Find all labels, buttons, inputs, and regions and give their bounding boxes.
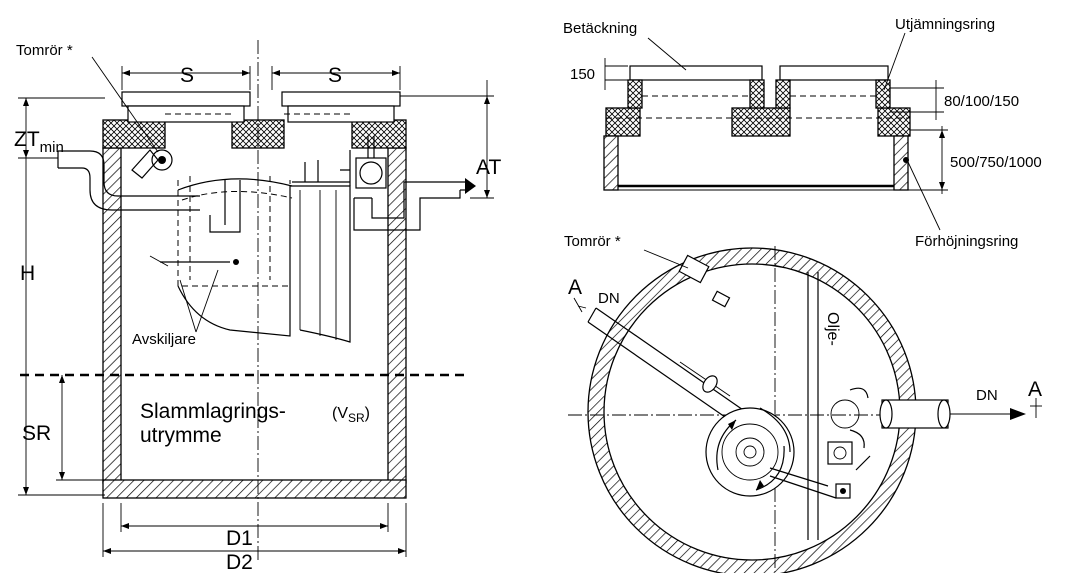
dn-right-label: DN — [976, 387, 998, 404]
betackning-label: Betäckning — [563, 20, 637, 37]
cover-slab-right — [351, 119, 407, 149]
a-right-label: A — [1028, 378, 1042, 401]
plan-outlet-pipe — [881, 399, 949, 429]
manhole-cover-left — [121, 91, 251, 107]
tomror-left-label: Tomrör * — [16, 42, 73, 59]
slab-left — [605, 107, 641, 137]
avskiljare-label: Avskiljare — [132, 331, 196, 348]
vsr-label: (VSR) — [332, 405, 370, 425]
tank-left-wall — [102, 147, 122, 484]
tomror-right-label: Tomrör * — [564, 233, 621, 250]
a-left-label: A — [568, 276, 582, 299]
betackning-left — [629, 65, 763, 81]
dn-left-label: DN — [598, 290, 620, 307]
utjamningsring — [875, 79, 891, 109]
s-right-label: S — [328, 64, 342, 87]
tank-bottom — [102, 479, 407, 499]
at-label: AT — [476, 156, 501, 179]
avskiljare-cone — [177, 186, 291, 337]
dim-150-label: 150 — [570, 66, 595, 83]
utjamningsring-label: Utjämningsring — [895, 16, 995, 33]
tank-right-wall — [387, 147, 407, 484]
slab-middle — [731, 107, 791, 137]
plan-view — [568, 246, 1042, 577]
forhojningsring-label: Förhöjningsring — [915, 233, 1018, 250]
d2-label: D2 — [226, 551, 253, 573]
h-label: H — [20, 262, 35, 285]
forhojningsring-left — [603, 135, 619, 191]
slam-label-line1: Slammlagrings- — [140, 400, 286, 423]
d1-label: D1 — [226, 527, 253, 550]
plan-tomror — [678, 254, 710, 284]
sr-label: SR — [22, 422, 51, 445]
swirl-chamber — [705, 407, 795, 497]
cover-detail-view — [603, 32, 948, 231]
manhole-cover-right — [281, 91, 401, 107]
forhojningsring-right — [893, 135, 909, 191]
s-left-label: S — [180, 64, 194, 87]
labels: Tomrör * S S ZTmin AT H SR Avskiljare Sl… — [14, 16, 1042, 574]
manhole-frame-right — [287, 105, 395, 123]
outlet-pipe — [353, 190, 461, 231]
section-view — [18, 40, 494, 562]
cover-slab-left — [102, 119, 166, 149]
plan-inlet-pipe — [595, 307, 747, 413]
olje-label: Olje- — [824, 312, 841, 346]
zt-label: ZTmin — [14, 128, 64, 156]
slam-label-line2: utrymme — [140, 424, 222, 447]
dim-500-750-1000-label: 500/750/1000 — [950, 154, 1042, 171]
inlet-pipe — [58, 150, 200, 197]
betackning-right — [779, 65, 889, 81]
dim-80-100-150-label: 80/100/150 — [944, 93, 1019, 110]
